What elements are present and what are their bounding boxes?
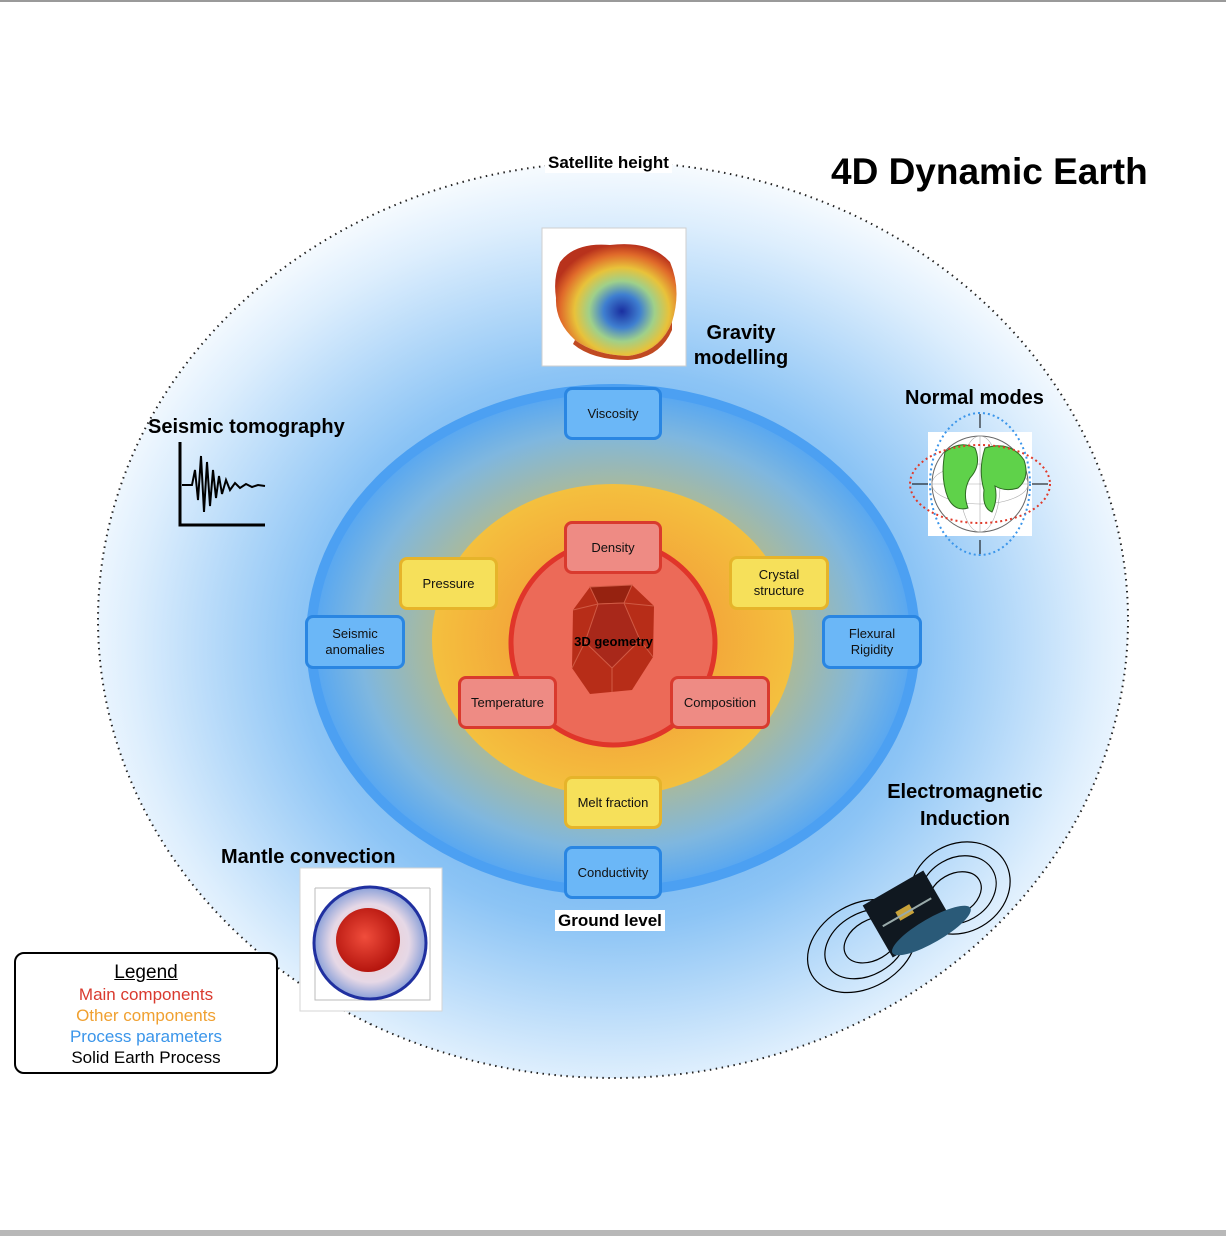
satellite-height-boundary	[97, 161, 1129, 1079]
density-box: Density	[564, 521, 662, 574]
seismic-tomography-label: Seismic tomography	[148, 416, 345, 438]
seismic-anomalies-box: Seismic anomalies	[305, 615, 405, 669]
crystal-structure-box: Crystal structure	[729, 556, 829, 610]
diagram-title: 4D Dynamic Earth	[831, 151, 1148, 192]
dodecahedron-icon	[571, 584, 655, 694]
satellite-height-label: Satellite height	[545, 153, 672, 173]
seismogram-icon	[178, 442, 266, 527]
mantle-convection-image	[299, 867, 443, 1012]
normal-modes-globe-image	[909, 412, 1051, 556]
pressure-box: Pressure	[399, 557, 498, 610]
legend-solid-earth-process: Solid Earth Process	[71, 1048, 221, 1067]
normal-modes-label: Normal modes	[905, 387, 1044, 409]
composition-box: Composition	[670, 676, 770, 729]
flexural-rigidity-box: Flexural Rigidity	[822, 615, 922, 669]
legend-other-components: Other components	[76, 1006, 216, 1025]
melt-fraction-box: Melt fraction	[564, 776, 662, 829]
gravity-modelling-label: Gravity modelling	[693, 322, 789, 369]
legend-title: Legend	[114, 962, 178, 983]
legend: Legend Main components Other components …	[14, 952, 278, 1074]
ground-level-label: Ground level	[555, 910, 665, 931]
conductivity-box: Conductivity	[564, 846, 662, 899]
top-border	[0, 0, 1226, 2]
viscosity-box: Viscosity	[564, 387, 662, 440]
electromagnetic-induction-label: Electromagnetic Induction	[887, 781, 1043, 830]
gravity-geoid-image	[541, 227, 687, 367]
center-3d-geometry-label: 3D geometry	[574, 634, 653, 649]
legend-main-components: Main components	[78, 985, 214, 1004]
legend-process-parameters: Process parameters	[69, 1027, 223, 1046]
temperature-box: Temperature	[458, 676, 557, 729]
magnetic-field-satellite-image	[806, 841, 1011, 994]
bottom-border	[0, 1230, 1226, 1236]
mantle-convection-label: Mantle convection	[221, 846, 396, 868]
